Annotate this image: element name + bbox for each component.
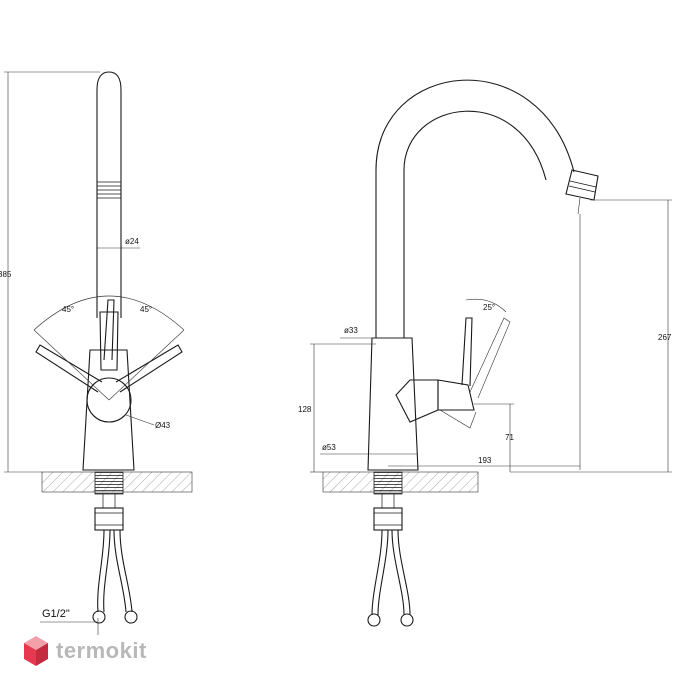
handle-lever (461, 317, 473, 387)
dim-385: 385 (0, 270, 12, 279)
dim-267: 267 (658, 333, 672, 342)
dim-dia-24: ø24 (125, 237, 139, 246)
dim-128: 128 (298, 405, 312, 414)
dim-71: 71 (505, 433, 514, 442)
brand-cube-icon (24, 636, 48, 666)
hose-front-left (97, 529, 105, 613)
cartridge-circle (86, 377, 132, 423)
hose-side-right (391, 529, 405, 616)
dim-angle-left: 45° (62, 305, 74, 314)
dim-dia-53: ø53 (322, 443, 336, 452)
dim-angle-right: 45° (140, 305, 152, 314)
dim-angle-25: 25° (483, 303, 495, 312)
gooseneck-spout (375, 79, 575, 338)
dim-193: 193 (478, 456, 492, 465)
dim-dia-33: ø33 (344, 326, 358, 335)
faucet-body-side (367, 337, 419, 471)
thread-shank-front (94, 471, 124, 495)
hose-front-right (113, 529, 127, 613)
brand-name: termokit (56, 638, 147, 663)
aerator (565, 169, 599, 201)
thread-shank-side (373, 471, 403, 495)
hose-side-left (371, 529, 383, 616)
dim-dia-43: Ø43 (155, 421, 171, 430)
front-view (4, 71, 193, 635)
dim-thread: G1/2" (42, 608, 70, 620)
faucet-body-front (82, 349, 135, 471)
spout-tube-front (96, 71, 122, 318)
side-view (310, 79, 672, 627)
brand-logo: termokit (22, 634, 147, 668)
